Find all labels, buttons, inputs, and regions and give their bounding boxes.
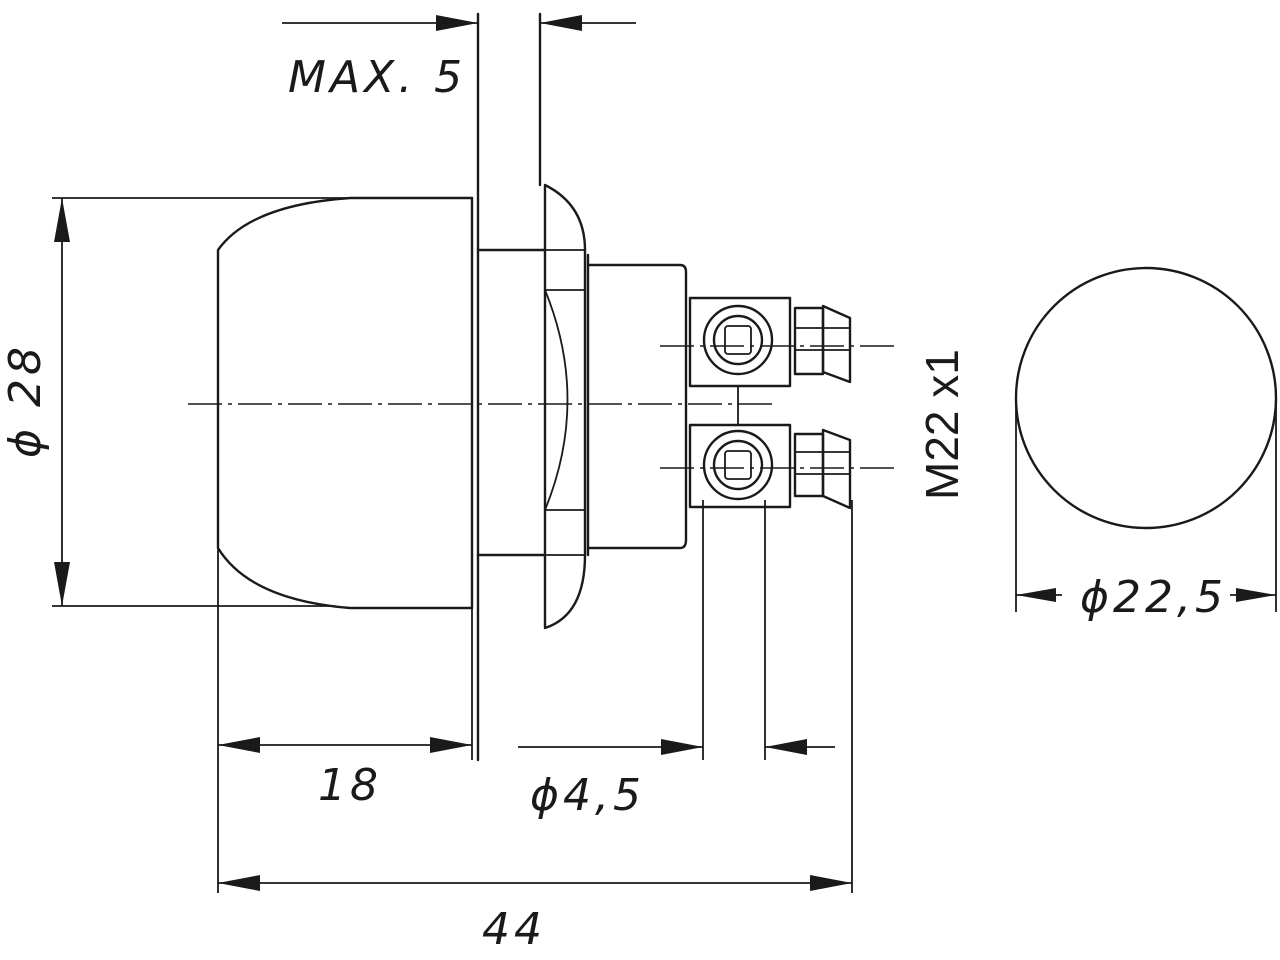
switch-housing	[586, 253, 688, 557]
length-44-label: 44	[482, 904, 546, 955]
terminal-diameter-label: ϕ4,5	[530, 770, 645, 821]
center-lines	[188, 345, 895, 469]
max5-label: MAX. 5	[288, 52, 466, 103]
button-cap	[216, 196, 474, 610]
upper-terminal	[688, 296, 852, 388]
dimension-max5: MAX. 5	[282, 15, 636, 103]
thread-label: M22 x1	[916, 349, 968, 500]
front-diameter-label: ϕ22,5	[1080, 572, 1227, 623]
dimension-44: 44	[218, 500, 853, 955]
length-18-label: 18	[318, 760, 382, 811]
diameter-28-label: ϕ 28	[0, 343, 51, 458]
front-view: ϕ22,5	[1014, 266, 1278, 623]
hex-nut	[543, 183, 587, 630]
dimension-diameter-28: ϕ 28	[0, 197, 472, 607]
lower-terminal	[688, 423, 852, 510]
dimension-diameter-4-5: ϕ4,5	[518, 500, 835, 821]
mounting-panel	[476, 12, 547, 762]
dimension-18: 18	[217, 548, 473, 893]
